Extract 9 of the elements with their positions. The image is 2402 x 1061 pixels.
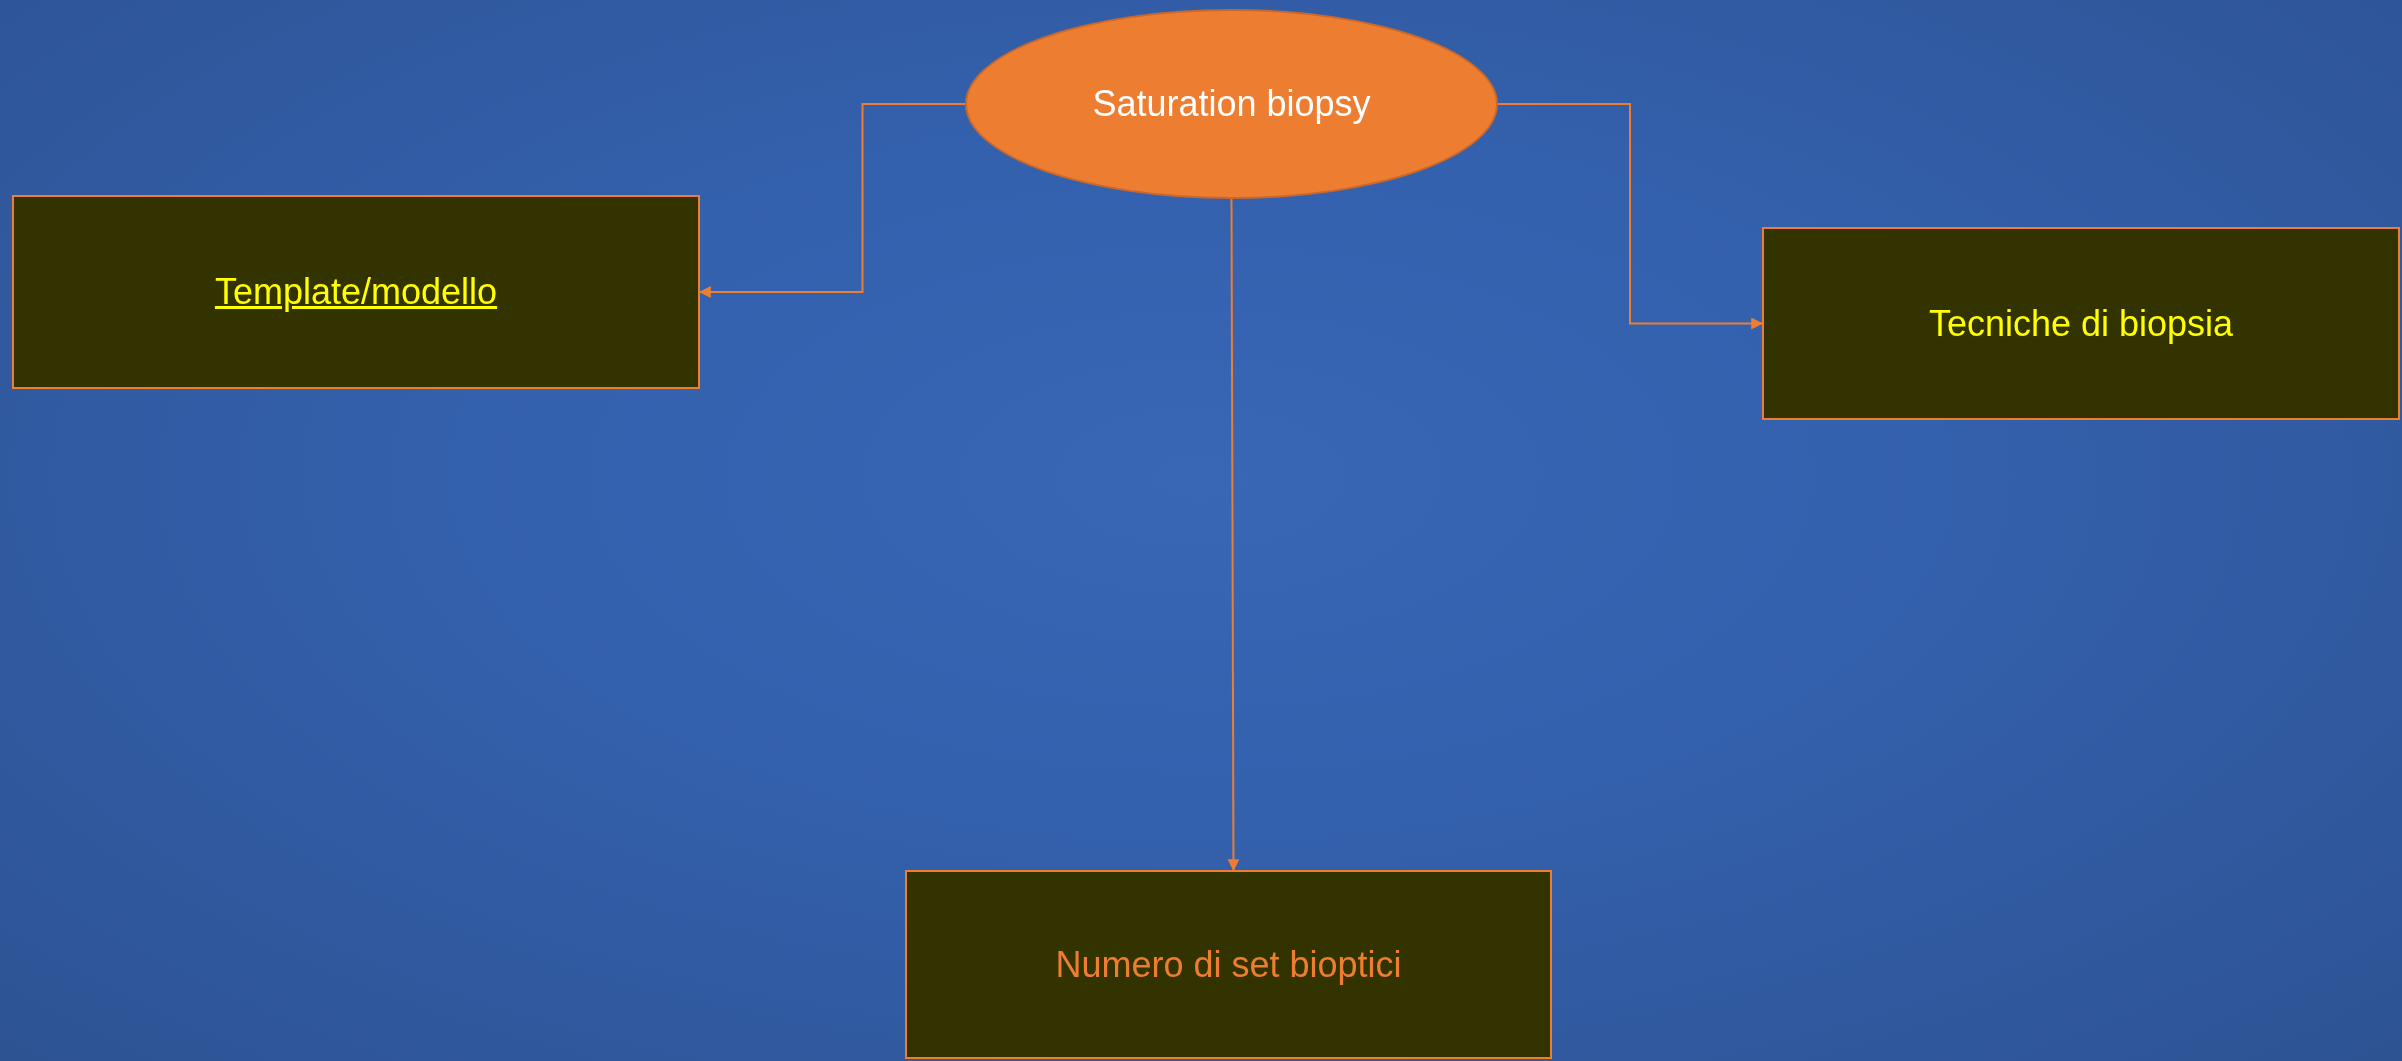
connector-arrow (1497, 103, 1764, 330)
topic-box (1762, 227, 2400, 420)
connector-arrow (1227, 198, 1240, 872)
box-label: Tecniche di biopsia (1928, 302, 2234, 345)
topic-box (12, 195, 700, 389)
topic-box (905, 870, 1552, 1059)
box-label: Saturation biopsy (1092, 83, 1371, 125)
link-text: Template/modello (214, 271, 498, 313)
box-label: Numero di set bioptici (1055, 943, 1402, 986)
